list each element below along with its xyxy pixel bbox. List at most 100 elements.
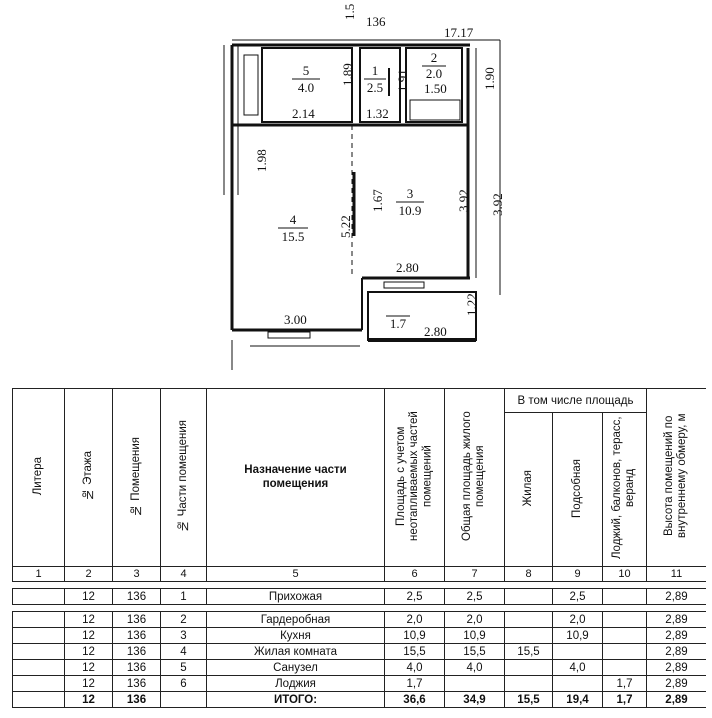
table-cell <box>602 643 647 660</box>
room-1-area: 2.5 <box>367 80 383 95</box>
table-cell <box>602 588 647 605</box>
column-number: 11 <box>646 566 706 582</box>
table-cell: 136 <box>112 588 161 605</box>
table-cell: Лоджия <box>206 675 385 692</box>
col-header-including: В том числе площадь <box>504 388 647 413</box>
table-cell: 136 <box>112 611 161 628</box>
plan-dim-top-left: 1.5 <box>342 4 357 20</box>
column-number: 3 <box>112 566 161 582</box>
table-cell <box>602 611 647 628</box>
col-header-total-living: Общая площадь жилого помещения <box>444 388 505 567</box>
col-header-living: Жилая <box>504 412 553 567</box>
column-number: 4 <box>160 566 207 582</box>
table-cell: 15,5 <box>444 643 505 660</box>
explication-table-wrapper: Литера № Этажа № Помещения № Части помещ… <box>12 388 706 718</box>
table-cell <box>504 675 553 692</box>
table-cell: 136 <box>112 675 161 692</box>
table-cell: 12 <box>64 675 113 692</box>
room-5-area: 4.0 <box>298 80 314 95</box>
column-number: 10 <box>602 566 647 582</box>
table-cell <box>160 691 207 708</box>
table-cell: 34,9 <box>444 691 505 708</box>
table-cell <box>12 675 65 692</box>
table-cell: 4 <box>160 643 207 660</box>
dimension-label: 1.90 <box>482 67 497 90</box>
table-cell: ИТОГО: <box>206 691 385 708</box>
column-number: 2 <box>64 566 113 582</box>
explication-table: Литера № Этажа № Помещения № Части помещ… <box>12 388 706 708</box>
dimension-label: 1.22 <box>464 293 479 316</box>
table-cell: 2,89 <box>646 675 706 692</box>
col-header-room-no: № Помещения <box>112 388 161 567</box>
table-cell <box>552 643 603 660</box>
table-cell: 6 <box>160 675 207 692</box>
column-number: 8 <box>504 566 553 582</box>
table-cell: 36,6 <box>384 691 445 708</box>
table-cell: Санузел <box>206 659 385 676</box>
table-cell: 2,5 <box>552 588 603 605</box>
column-number-row: 1 2 3 4 5 6 7 8 9 10 11 <box>12 566 706 582</box>
table-cell: 5 <box>160 659 207 676</box>
table-cell: 15,5 <box>504 691 553 708</box>
table-cell: 2,89 <box>646 588 706 605</box>
room-2-number: 2 <box>431 50 438 65</box>
room-4-number: 4 <box>290 212 297 227</box>
col-header-area-nonheated: Площадь с учетом неотапливаемых частей п… <box>384 388 445 567</box>
dimension-label: 5.22 <box>338 215 353 238</box>
plan-number-label: 136 <box>366 14 386 29</box>
table-cell: 12 <box>64 588 113 605</box>
table-cell: 10,9 <box>444 627 505 644</box>
table-cell: 4,0 <box>552 659 603 676</box>
table-cell: 12 <box>64 643 113 660</box>
table-cell: 2,89 <box>646 691 706 708</box>
table-cell: 10,9 <box>384 627 445 644</box>
table-cell: Прихожая <box>206 588 385 605</box>
table-cell: 2,0 <box>552 611 603 628</box>
dimension-label: 1.89 <box>340 63 355 86</box>
table-cell: Жилая комната <box>206 643 385 660</box>
table-cell: 2,89 <box>646 611 706 628</box>
column-number: 1 <box>12 566 65 582</box>
table-cell: 2,0 <box>384 611 445 628</box>
table-cell: 2,5 <box>444 588 505 605</box>
table-cell: 1,7 <box>602 675 647 692</box>
dimension-label: 3.00 <box>284 312 307 327</box>
table-cell <box>504 659 553 676</box>
table-cell: 12 <box>64 611 113 628</box>
table-cell: 136 <box>112 691 161 708</box>
col-header-part-no: № Части помещения <box>160 388 207 567</box>
column-number: 9 <box>552 566 603 582</box>
col-header-height: Высота помещений по внутреннему обмеру, … <box>646 388 706 567</box>
dimension-label: 2.14 <box>292 106 315 121</box>
dimension-label: 3.92 <box>456 189 471 212</box>
table-cell <box>504 627 553 644</box>
table-cell: 2,89 <box>646 627 706 644</box>
table-cell: 4,0 <box>384 659 445 676</box>
table-cell: 1,7 <box>602 691 647 708</box>
table-cell: 1,7 <box>384 675 445 692</box>
col-header-loggias: Лоджий, балконов, терасс, веранд <box>602 412 647 567</box>
table-cell: 12 <box>64 691 113 708</box>
table-cell <box>12 588 65 605</box>
room-4-area: 15.5 <box>282 229 305 244</box>
col-header-litera: Литера <box>12 388 65 567</box>
table-cell <box>552 675 603 692</box>
room-1-number: 1 <box>372 63 379 78</box>
table-cell <box>12 659 65 676</box>
table-cell: 2,89 <box>646 659 706 676</box>
table-cell <box>12 581 706 589</box>
table-cell: 1 <box>160 588 207 605</box>
table-cell: 136 <box>112 643 161 660</box>
table-cell: 4,0 <box>444 659 505 676</box>
table-cell <box>12 643 65 660</box>
table-cell: 12 <box>64 659 113 676</box>
table-cell <box>602 627 647 644</box>
table-cell: 2 <box>160 611 207 628</box>
table-cell: 2,0 <box>444 611 505 628</box>
table-cell <box>602 659 647 676</box>
table-cell <box>504 611 553 628</box>
